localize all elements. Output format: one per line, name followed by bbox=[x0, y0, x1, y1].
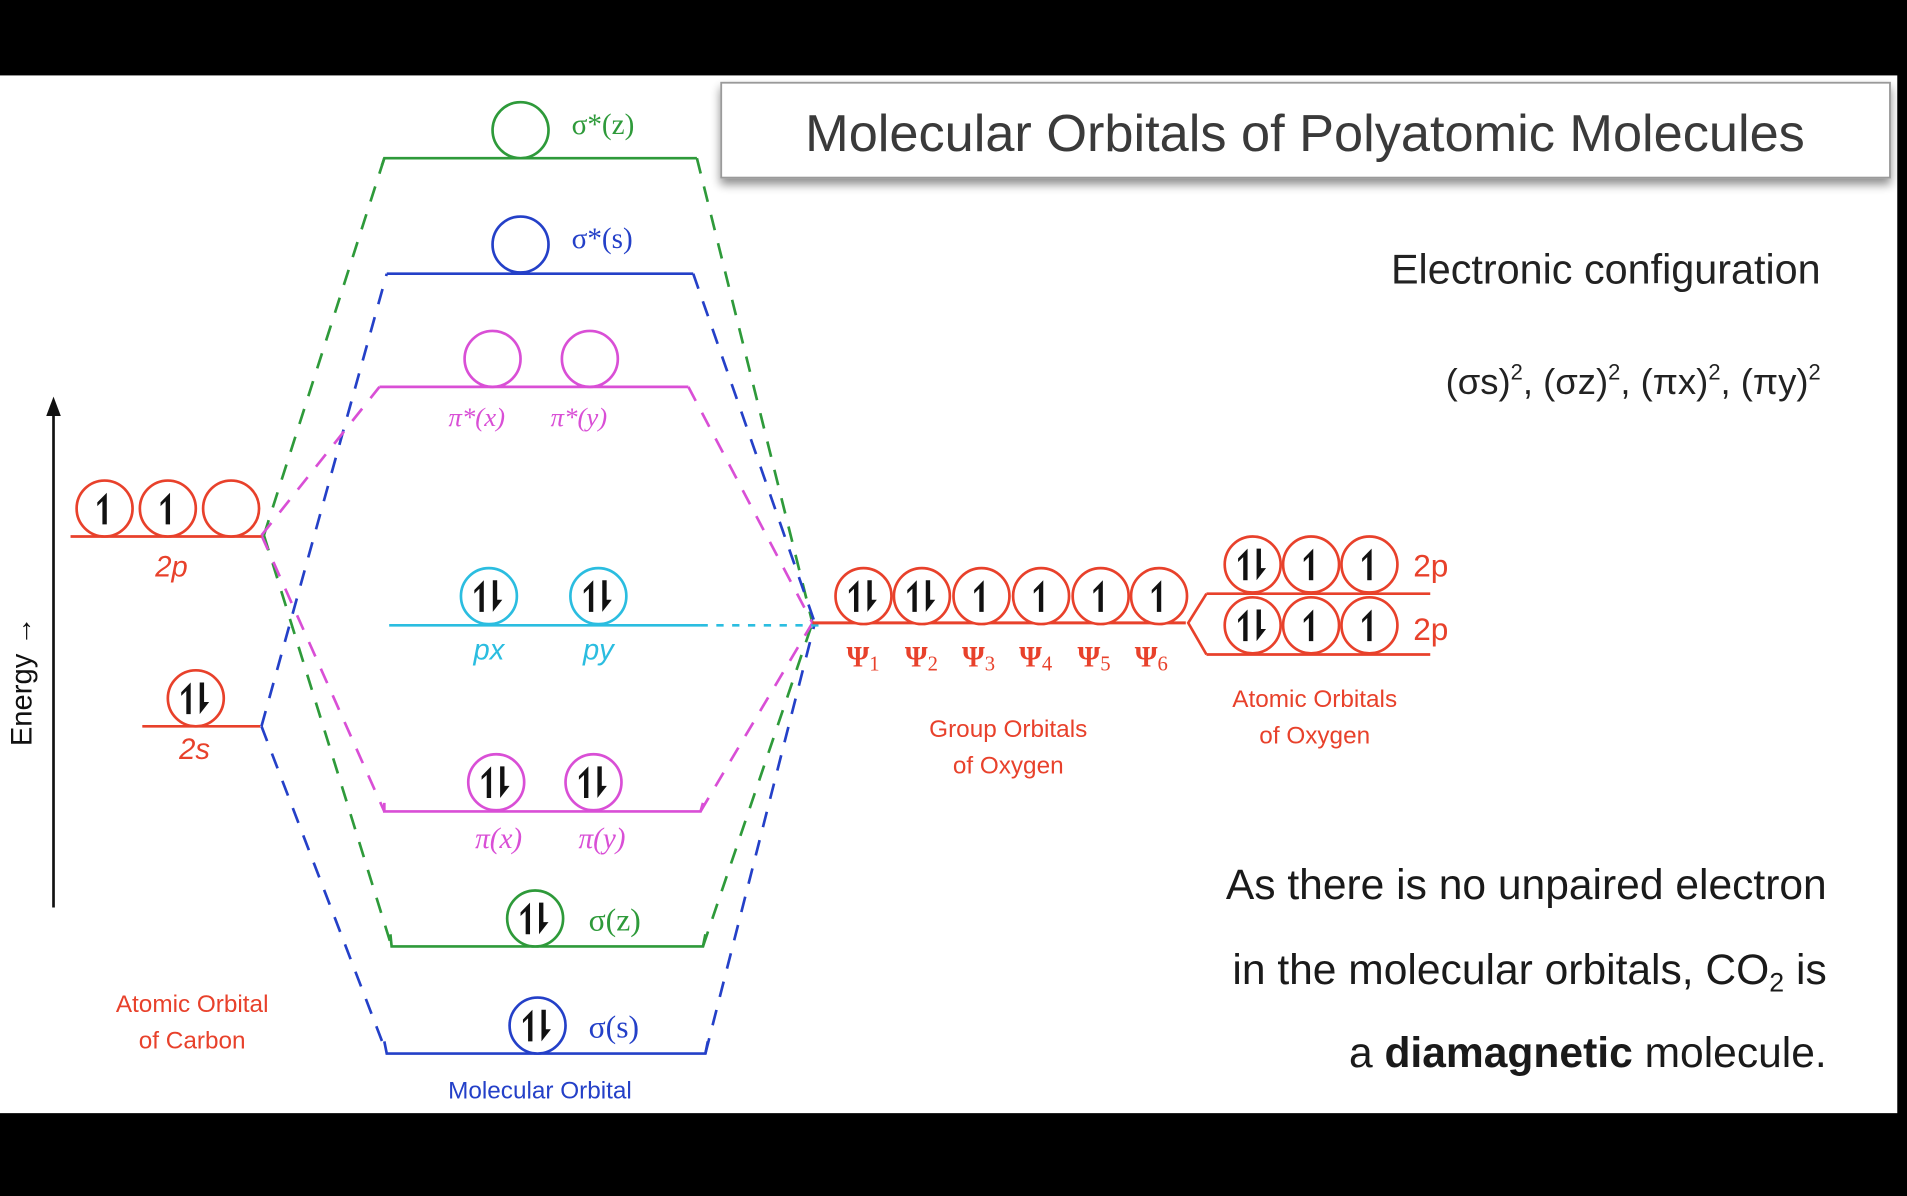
group-orbitals: Ψ1 Ψ2 Ψ3 Ψ4 Ψ5 Ψ6 bbox=[812, 566, 1189, 676]
oxygen-2p-upper: 2p bbox=[1206, 535, 1448, 596]
oxygen-caption: of Oxygen bbox=[1259, 722, 1370, 749]
mo-label: py bbox=[582, 634, 616, 666]
mo-pi-star: π*(x) π*(y) bbox=[379, 329, 689, 432]
config-formula: (σs)2, (σz)2, (πx)2, (πy)2 bbox=[1446, 360, 1821, 403]
psi-label: Ψ3 bbox=[962, 642, 995, 676]
carbon-caption: Atomic Orbital bbox=[116, 991, 269, 1018]
energy-axis: Energy → bbox=[7, 396, 61, 908]
config-heading: Electronic configuration bbox=[1391, 246, 1821, 292]
mo-label: π*(y) bbox=[551, 402, 608, 432]
orbital-circle bbox=[491, 215, 550, 274]
carbon-2p-level: 2p bbox=[70, 479, 262, 584]
psi-label: Ψ4 bbox=[1019, 642, 1052, 676]
mo-label: σ(s) bbox=[589, 1010, 639, 1045]
conclusion-line-3: a diamagnetic molecule. bbox=[1349, 1029, 1827, 1077]
mo-nonbonding: px py bbox=[389, 566, 701, 666]
orbital-circle bbox=[564, 752, 623, 812]
mo-label: px bbox=[473, 634, 506, 666]
psi-label: Ψ6 bbox=[1135, 642, 1168, 676]
page-title: Molecular Orbitals of Polyatomic Molecul… bbox=[805, 105, 1805, 163]
oxygen-2p-label: 2p bbox=[1413, 548, 1448, 584]
mo-sigma-star-z: σ*(z) bbox=[380, 100, 697, 166]
orbital-circle bbox=[505, 889, 565, 948]
mo-label: σ*(s) bbox=[572, 223, 633, 255]
carbon-2p-label: 2p bbox=[154, 552, 187, 584]
orbital-circle bbox=[508, 996, 567, 1055]
carbon-2s-level: 2s bbox=[142, 668, 261, 766]
conclusion-line-2: in the molecular orbitals, CO2 is bbox=[1232, 946, 1826, 997]
mo-sigma-s: σ(s) bbox=[383, 996, 710, 1055]
mo-label: π(y) bbox=[579, 823, 626, 855]
mo-label: π(x) bbox=[475, 823, 522, 855]
carbon-2s-label: 2s bbox=[178, 734, 210, 766]
orbital-circle bbox=[459, 566, 519, 626]
psi-label: Ψ1 bbox=[846, 642, 879, 676]
mo-label: σ*(z) bbox=[572, 109, 635, 141]
psi-label: Ψ5 bbox=[1078, 642, 1111, 676]
mo-sigma-z: σ(z) bbox=[389, 889, 707, 948]
group-orbitals-caption: of Oxygen bbox=[953, 753, 1064, 780]
group-orbitals-caption: Group Orbitals bbox=[929, 716, 1087, 743]
title-box bbox=[720, 81, 1891, 179]
oxygen-2p-lower: 2p bbox=[1206, 595, 1448, 656]
correlation-lines bbox=[260, 157, 823, 1055]
connector bbox=[1186, 592, 1208, 656]
oxygen-caption: Atomic Orbitals bbox=[1232, 686, 1397, 713]
orbital-circle bbox=[466, 752, 526, 812]
orbital-circle bbox=[166, 668, 226, 728]
carbon-caption: of Carbon bbox=[139, 1028, 246, 1055]
psi-label: Ψ2 bbox=[905, 642, 938, 676]
mo-label: π*(x) bbox=[449, 402, 506, 432]
mo-sigma-star-s: σ*(s) bbox=[386, 215, 694, 276]
orbital-circle bbox=[463, 329, 522, 389]
oxygen-2p-label: 2p bbox=[1413, 611, 1448, 647]
orbital-circle bbox=[491, 100, 550, 160]
conclusion-line-1: As there is no unpaired electron bbox=[1226, 861, 1827, 909]
orbital-circle bbox=[569, 566, 628, 626]
mo-caption: Molecular Orbital bbox=[448, 1078, 632, 1105]
energy-axis-label: Energy → bbox=[7, 616, 39, 746]
orbital-circle bbox=[201, 479, 261, 538]
mo-pi: π(x) π(y) bbox=[382, 752, 705, 855]
arrow-up-icon bbox=[46, 396, 61, 417]
orbital-circle bbox=[560, 329, 620, 389]
mo-label: σ(z) bbox=[589, 903, 641, 938]
